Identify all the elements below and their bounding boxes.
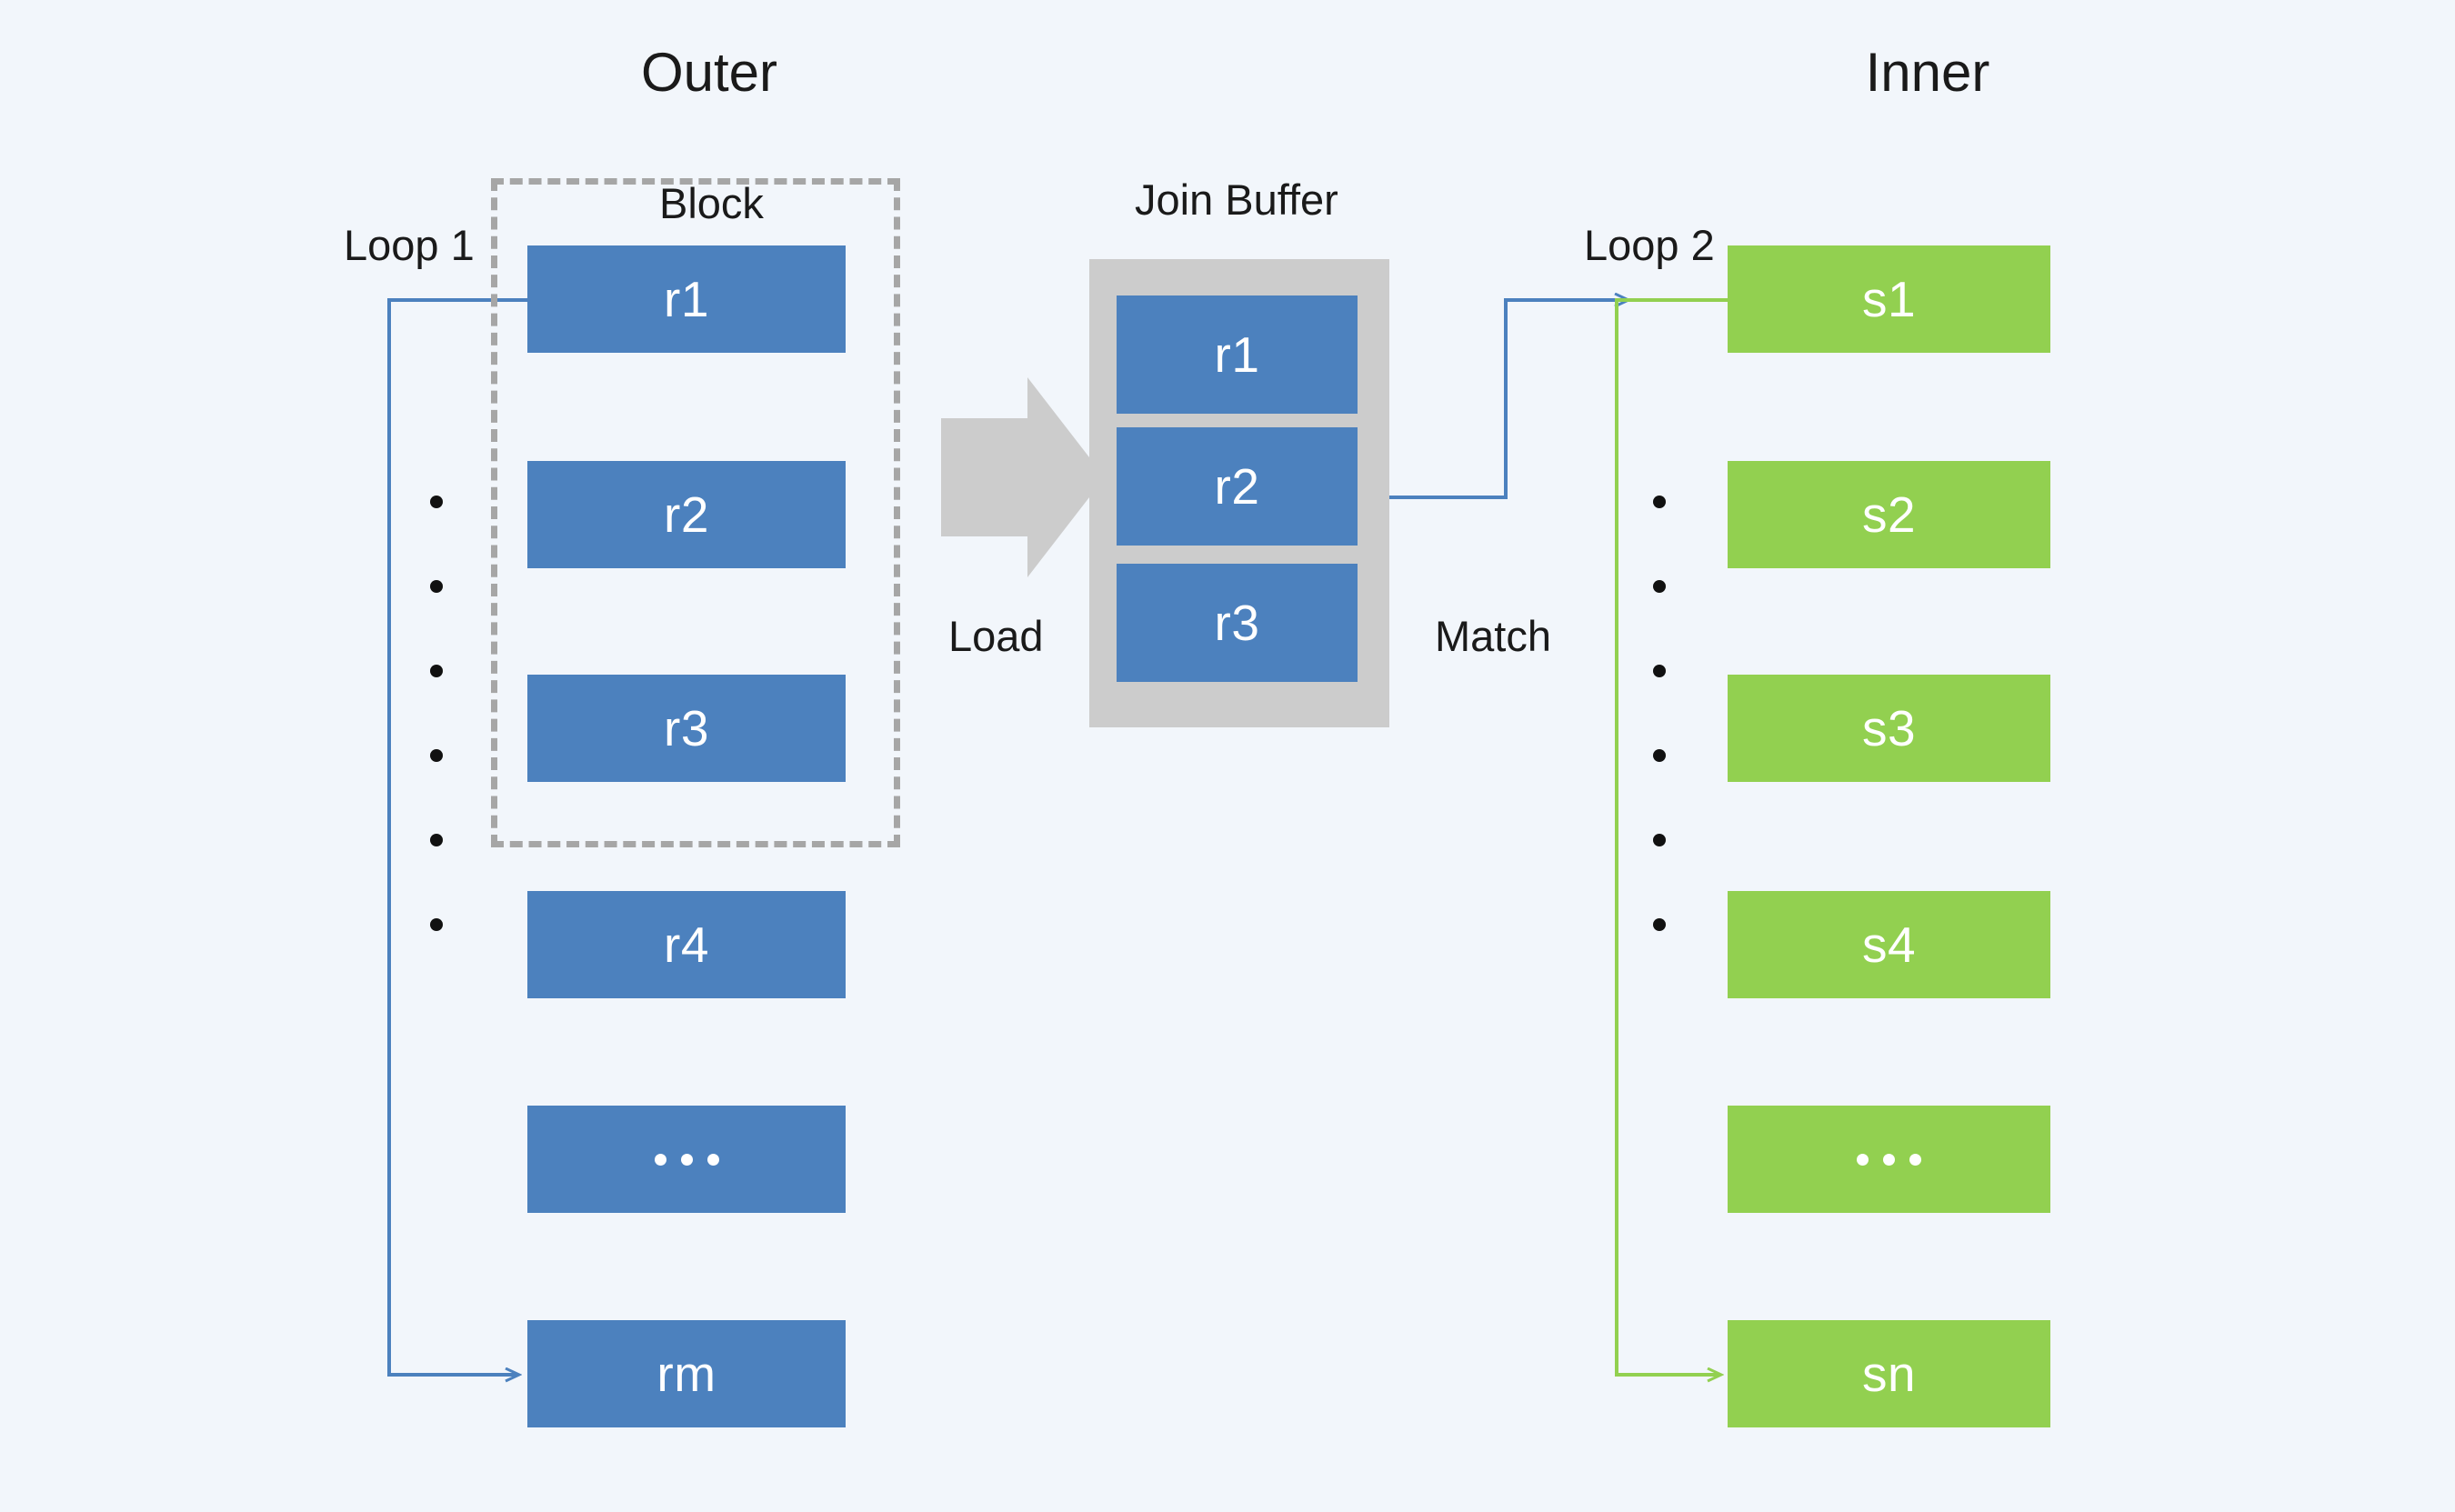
- block-frame: [491, 178, 900, 847]
- loop2-connector: [1615, 298, 1728, 1375]
- match-label: Match: [1435, 612, 1551, 660]
- join-buffer-row-r2[interactable]: r2: [1117, 427, 1358, 546]
- outer-row-rm[interactable]: rm: [527, 1320, 846, 1427]
- outer-table-header: Outer: [640, 42, 778, 103]
- load-label: Load: [948, 612, 1044, 660]
- inner-row-ellipsis[interactable]: [1728, 1106, 2050, 1213]
- inner-row-s4[interactable]: s4: [1728, 891, 2050, 998]
- outer-ellipsis-glyph: [654, 1153, 719, 1166]
- loop2-label: Loop 2: [1584, 221, 1715, 269]
- load-block-arrow: [941, 377, 1105, 577]
- match-connector: [1385, 300, 1628, 499]
- outer-row-ellipsis[interactable]: [527, 1106, 846, 1213]
- join-buffer-row-r3[interactable]: r3: [1117, 564, 1358, 682]
- inner-ellipsis-glyph: [1857, 1153, 1921, 1166]
- inner-row-s1[interactable]: s1: [1728, 245, 2050, 353]
- outer-row-r2[interactable]: r2: [527, 461, 846, 568]
- outer-row-r1[interactable]: r1: [527, 245, 846, 353]
- inner-ellipsis-dots: [1653, 496, 1666, 931]
- outer-row-r4[interactable]: r4: [527, 891, 846, 998]
- outer-row-r3[interactable]: r3: [527, 675, 846, 782]
- join-buffer-label: Join Buffer: [1135, 175, 1338, 224]
- join-buffer-row-r1[interactable]: r1: [1117, 295, 1358, 414]
- loop1-label: Loop 1: [344, 221, 475, 269]
- inner-row-sn[interactable]: sn: [1728, 1320, 2050, 1427]
- inner-row-s2[interactable]: s2: [1728, 461, 2050, 568]
- inner-table-header: Inner: [1865, 42, 1990, 103]
- inner-row-s3[interactable]: s3: [1728, 675, 2050, 782]
- outer-ellipsis-dots: [430, 496, 443, 931]
- block-label: Block: [659, 179, 764, 227]
